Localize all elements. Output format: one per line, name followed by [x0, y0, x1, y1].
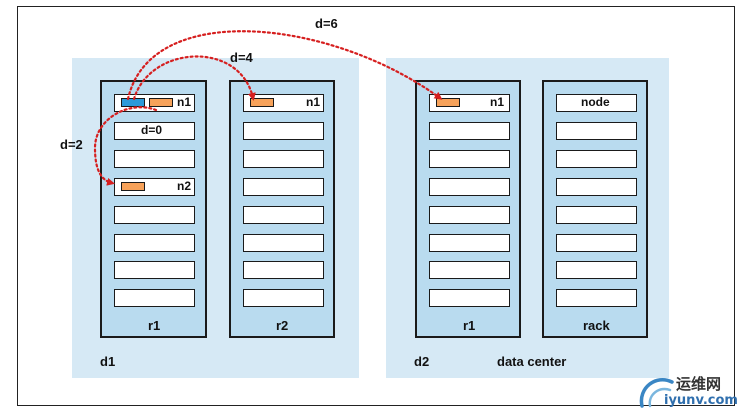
node-label-n1: n1 [177, 95, 192, 109]
distance-label-d6: d=6 [315, 16, 338, 31]
arrow-d4 [132, 55, 256, 101]
slot [114, 206, 195, 224]
datacenter-d1-label: d1 [100, 354, 116, 369]
distance-label-d2: d=2 [60, 137, 83, 152]
slot [114, 289, 195, 307]
rack-d2-rack: node rack [542, 80, 648, 338]
slot [429, 206, 510, 224]
distance-label-d4: d=4 [230, 50, 253, 65]
node-icon-blue [121, 98, 145, 107]
slot [556, 178, 637, 196]
slot [556, 261, 637, 279]
rack-d1-r2: n1 r2 [229, 80, 335, 338]
slot [429, 289, 510, 307]
watermark-url: iyunv.com [664, 393, 738, 408]
slot [556, 234, 637, 252]
slot [243, 178, 324, 196]
datacenter-caption: data center [497, 354, 567, 369]
slot [556, 206, 637, 224]
rack-d2-r1: n1 r1 [415, 80, 521, 338]
node-icon [436, 98, 460, 107]
slot [243, 261, 324, 279]
node-label-node: node [581, 95, 610, 109]
slot [429, 150, 510, 168]
datacenter-d2-label: d2 [414, 354, 430, 369]
rack-label: r1 [148, 318, 161, 333]
rack-d1-r1: n1 d=0 n2 r1 [100, 80, 207, 338]
slot [429, 122, 510, 140]
slot: node [556, 94, 637, 112]
slot [114, 234, 195, 252]
slot [243, 122, 324, 140]
slot [429, 234, 510, 252]
node-icon [121, 182, 145, 191]
rack-label: r1 [463, 318, 476, 333]
slot [556, 122, 637, 140]
slot: d=0 [114, 122, 195, 140]
slot [243, 234, 324, 252]
slot [556, 150, 637, 168]
node-label-n1: n1 [306, 95, 321, 109]
slot [556, 289, 637, 307]
slot [429, 261, 510, 279]
arrow-d2 [93, 106, 158, 186]
node-label-n2: n2 [177, 179, 192, 193]
slot [114, 261, 195, 279]
rack-label: rack [583, 318, 610, 333]
slot [243, 206, 324, 224]
slot: n1 [243, 94, 324, 112]
watermark-text-cn: 运维网 [676, 375, 722, 393]
slot [243, 289, 324, 307]
node-icon [149, 98, 173, 107]
slot: n1 [429, 94, 510, 112]
distance-label-d0: d=0 [141, 123, 163, 137]
arrow-d6 [126, 30, 443, 101]
node-icon [250, 98, 274, 107]
slot [429, 178, 510, 196]
watermark-logo-icon [639, 378, 674, 408]
node-label-n1: n1 [490, 95, 505, 109]
slot [114, 150, 195, 168]
slot [243, 150, 324, 168]
slot: n2 [114, 178, 195, 196]
rack-label: r2 [276, 318, 289, 333]
